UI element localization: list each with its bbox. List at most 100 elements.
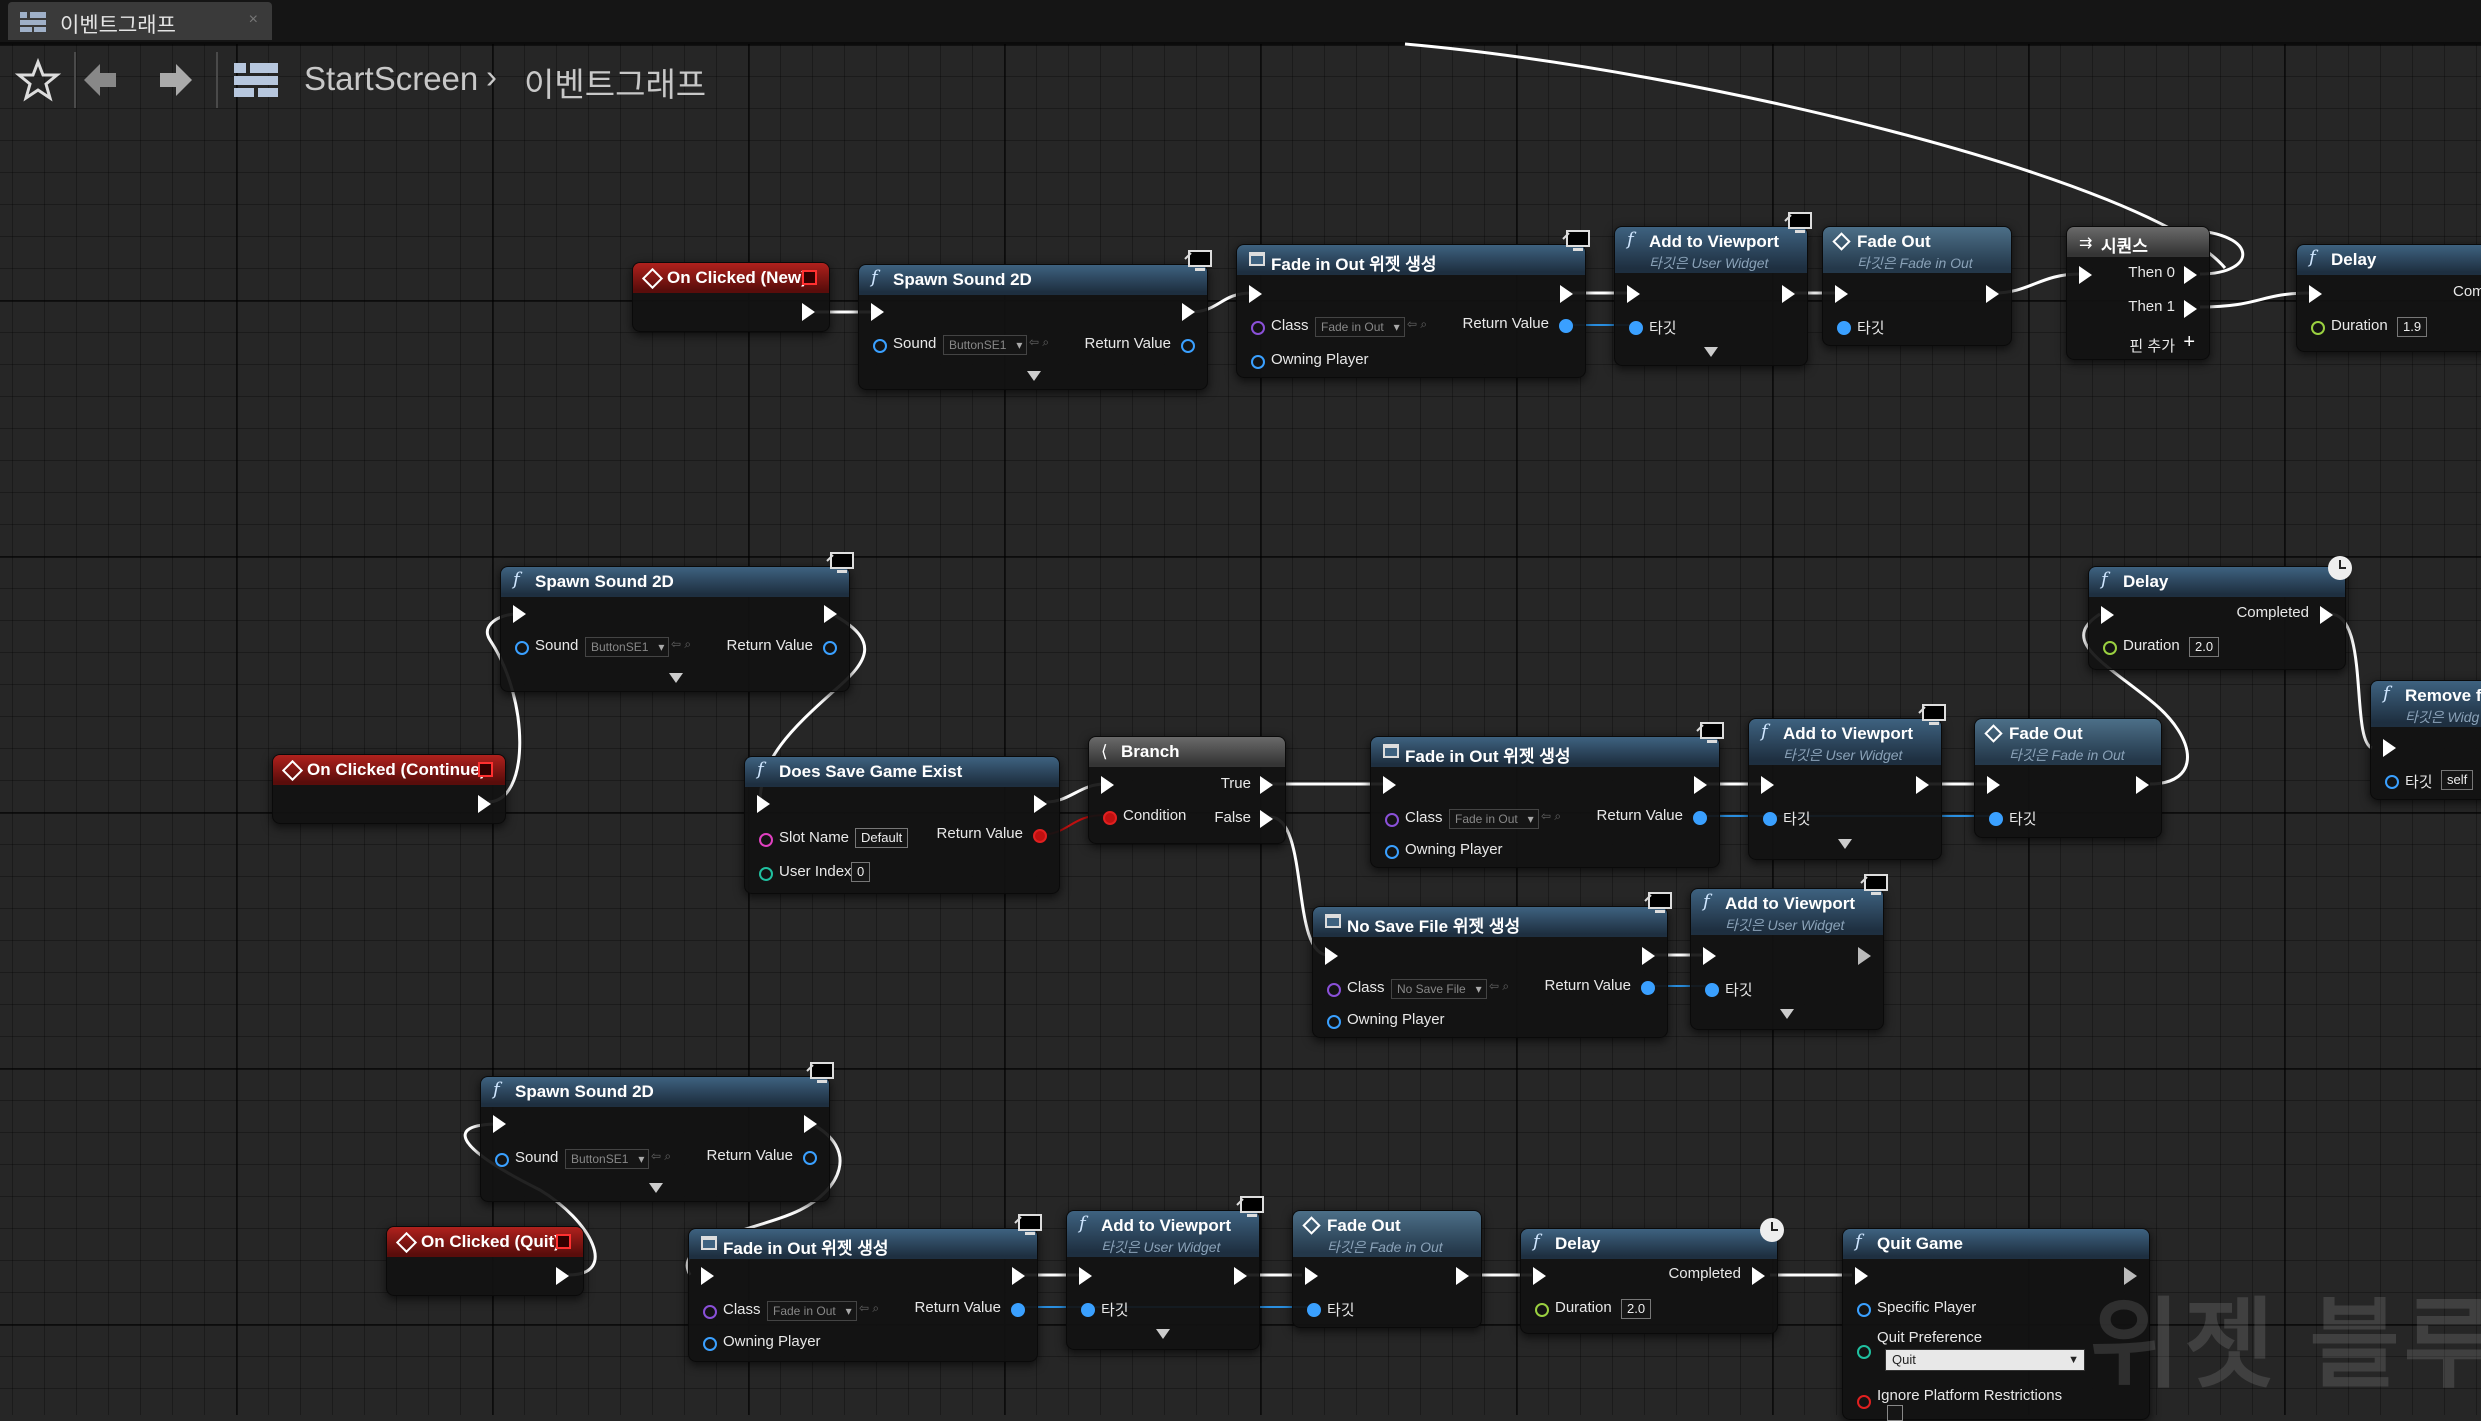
exec-out-pin[interactable] [478,795,491,813]
return-value-pin[interactable] [1011,1303,1025,1317]
browse-icon[interactable]: ⇦ ⌕ [1541,809,1562,823]
exec-in-pin[interactable] [513,605,526,623]
exec-out-pin[interactable] [802,303,815,321]
sound-asset-select[interactable]: ButtonSE1 [565,1149,650,1169]
browse-icon[interactable]: ⇦ ⌕ [651,1149,672,1163]
add-to-viewport-node-1[interactable]: f Add to Viewport 타깃은 User Widget 타깃 [1614,212,1812,366]
delay-node-3[interactable]: f Delay Completed Duration 2.0 [1520,1218,1784,1334]
exec-in-pin[interactable] [2309,285,2322,303]
exec-out-pin[interactable] [1694,776,1707,794]
target-pin[interactable] [2385,775,2399,789]
spawn-sound-2d-node-3[interactable]: f Spawn Sound 2D Sound ButtonSE1 ⇦ ⌕ Ret… [480,1062,834,1202]
exec-out-pin[interactable] [1858,947,1871,965]
exec-in-pin[interactable] [1987,776,2000,794]
duration-input[interactable]: 2.0 [2189,637,2220,657]
browse-icon[interactable]: ⇦ ⌕ [1029,335,1050,349]
exec-in-pin[interactable] [1703,947,1716,965]
exec-in-pin[interactable] [2079,266,2092,284]
target-pin[interactable] [1705,983,1719,997]
on-clicked-quit-node[interactable]: On Clicked (Quit) [386,1226,584,1296]
class-select[interactable]: Fade in Out [1315,317,1405,337]
star-icon[interactable] [14,56,62,104]
completed-pin[interactable] [2320,606,2333,624]
target-pin[interactable] [1629,321,1643,335]
owning-player-pin[interactable] [1327,1015,1341,1029]
class-select[interactable]: Fade in Out [1449,809,1539,829]
duration-pin[interactable] [1535,1303,1549,1317]
add-to-viewport-node-4[interactable]: f Add to Viewport 타깃은 User Widget 타깃 [1066,1196,1264,1350]
add-to-viewport-node-2[interactable]: f Add to Viewport 타깃은 User Widget 타깃 [1748,704,1946,860]
delay-node-1[interactable]: f Delay Com Duration 1.9 [2296,244,2481,352]
chevron-down-icon[interactable] [1838,839,1852,849]
fade-out-node-2[interactable]: Fade Out 타깃은 Fade in Out 타깃 [1974,718,2162,838]
target-pin[interactable] [1837,321,1851,335]
return-value-pin[interactable] [1033,829,1047,843]
exec-out-pin[interactable] [1456,1267,1469,1285]
owning-player-pin[interactable] [1385,845,1399,859]
chevron-down-icon[interactable] [1027,371,1041,381]
ignore-platform-pin[interactable] [1857,1395,1871,1409]
on-clicked-new-node[interactable]: On Clicked (New) [632,262,830,332]
exec-in-pin[interactable] [2383,739,2396,757]
return-value-pin[interactable] [1181,339,1195,353]
delegate-pin[interactable] [556,1234,571,1249]
return-value-pin[interactable] [823,641,837,655]
browse-icon[interactable]: ⇦ ⌕ [859,1301,880,1315]
class-pin[interactable] [1251,321,1265,335]
user-index-input[interactable]: 0 [851,862,871,882]
exec-in-pin[interactable] [2101,606,2114,624]
add-to-viewport-node-3[interactable]: f Add to Viewport 타깃은 User Widget 타깃 [1690,874,1888,1030]
delay-node-2[interactable]: f Delay Completed Duration 2.0 [2088,556,2352,670]
exec-in-pin[interactable] [1855,1267,1868,1285]
exec-in-pin[interactable] [1627,285,1640,303]
exec-in-pin[interactable] [1761,776,1774,794]
exec-out-pin[interactable] [804,1115,817,1133]
delegate-pin[interactable] [802,270,817,285]
class-pin[interactable] [703,1305,717,1319]
exec-in-pin[interactable] [757,795,770,813]
tab-event-graph[interactable]: 이벤트그래프 × [8,2,272,40]
condition-pin[interactable] [1103,811,1117,825]
exec-in-pin[interactable] [1101,776,1114,794]
create-fade-widget-node-2[interactable]: Fade in Out 위젯 생성 Class Fade in Out ⇦ ⌕ … [1370,722,1724,868]
target-pin[interactable] [1989,812,2003,826]
ignore-platform-checkbox[interactable] [1887,1405,1903,1421]
class-pin[interactable] [1385,813,1399,827]
exec-out-pin[interactable] [1034,795,1047,813]
exec-out-pin[interactable] [824,605,837,623]
exec-out-pin[interactable] [556,1267,569,1285]
chevron-down-icon[interactable] [649,1183,663,1193]
create-fade-widget-node-3[interactable]: Fade in Out 위젯 생성 Class Fade in Out ⇦ ⌕ … [688,1214,1042,1362]
exec-out-pin[interactable] [1986,285,1999,303]
completed-pin[interactable] [1752,1267,1765,1285]
sound-pin[interactable] [873,339,887,353]
target-pin[interactable] [1763,812,1777,826]
false-pin[interactable] [1260,810,1273,828]
target-pin[interactable] [1307,1303,1321,1317]
arrow-right-icon[interactable] [150,56,198,104]
breadcrumb-root[interactable]: StartScreen [304,60,479,97]
return-value-pin[interactable] [1693,811,1707,825]
fade-out-node-3[interactable]: Fade Out 타깃은 Fade in Out 타깃 [1292,1210,1482,1328]
self-value[interactable]: self [2441,770,2474,790]
then-0-pin[interactable] [2184,266,2197,284]
exec-in-pin[interactable] [871,303,884,321]
owning-player-pin[interactable] [1251,355,1265,369]
spawn-sound-2d-node-1[interactable]: f Spawn Sound 2D Sound ButtonSE1 ⇦ ⌕ Ret… [858,250,1212,390]
add-pin-label[interactable]: 핀 추가 [2129,338,2175,355]
exec-out-pin[interactable] [1012,1267,1025,1285]
plus-icon[interactable]: + [2183,331,2195,353]
exec-in-pin[interactable] [701,1267,714,1285]
browse-icon[interactable]: ⇦ ⌕ [1489,979,1510,993]
chevron-down-icon[interactable] [1704,347,1718,357]
browse-icon[interactable]: ⇦ ⌕ [1407,317,1428,331]
exec-in-pin[interactable] [1383,776,1396,794]
return-value-pin[interactable] [1559,319,1573,333]
then-1-pin[interactable] [2184,300,2197,318]
delegate-pin[interactable] [478,762,493,777]
quit-preference-select[interactable]: Quit [1885,1349,2085,1371]
sequence-node[interactable]: ⇉ 시퀀스 Then 0 Then 1 핀 추가 + [2066,226,2210,360]
duration-pin[interactable] [2103,641,2117,655]
chevron-down-icon[interactable] [1780,1009,1794,1019]
exec-out-pin[interactable] [1916,776,1929,794]
